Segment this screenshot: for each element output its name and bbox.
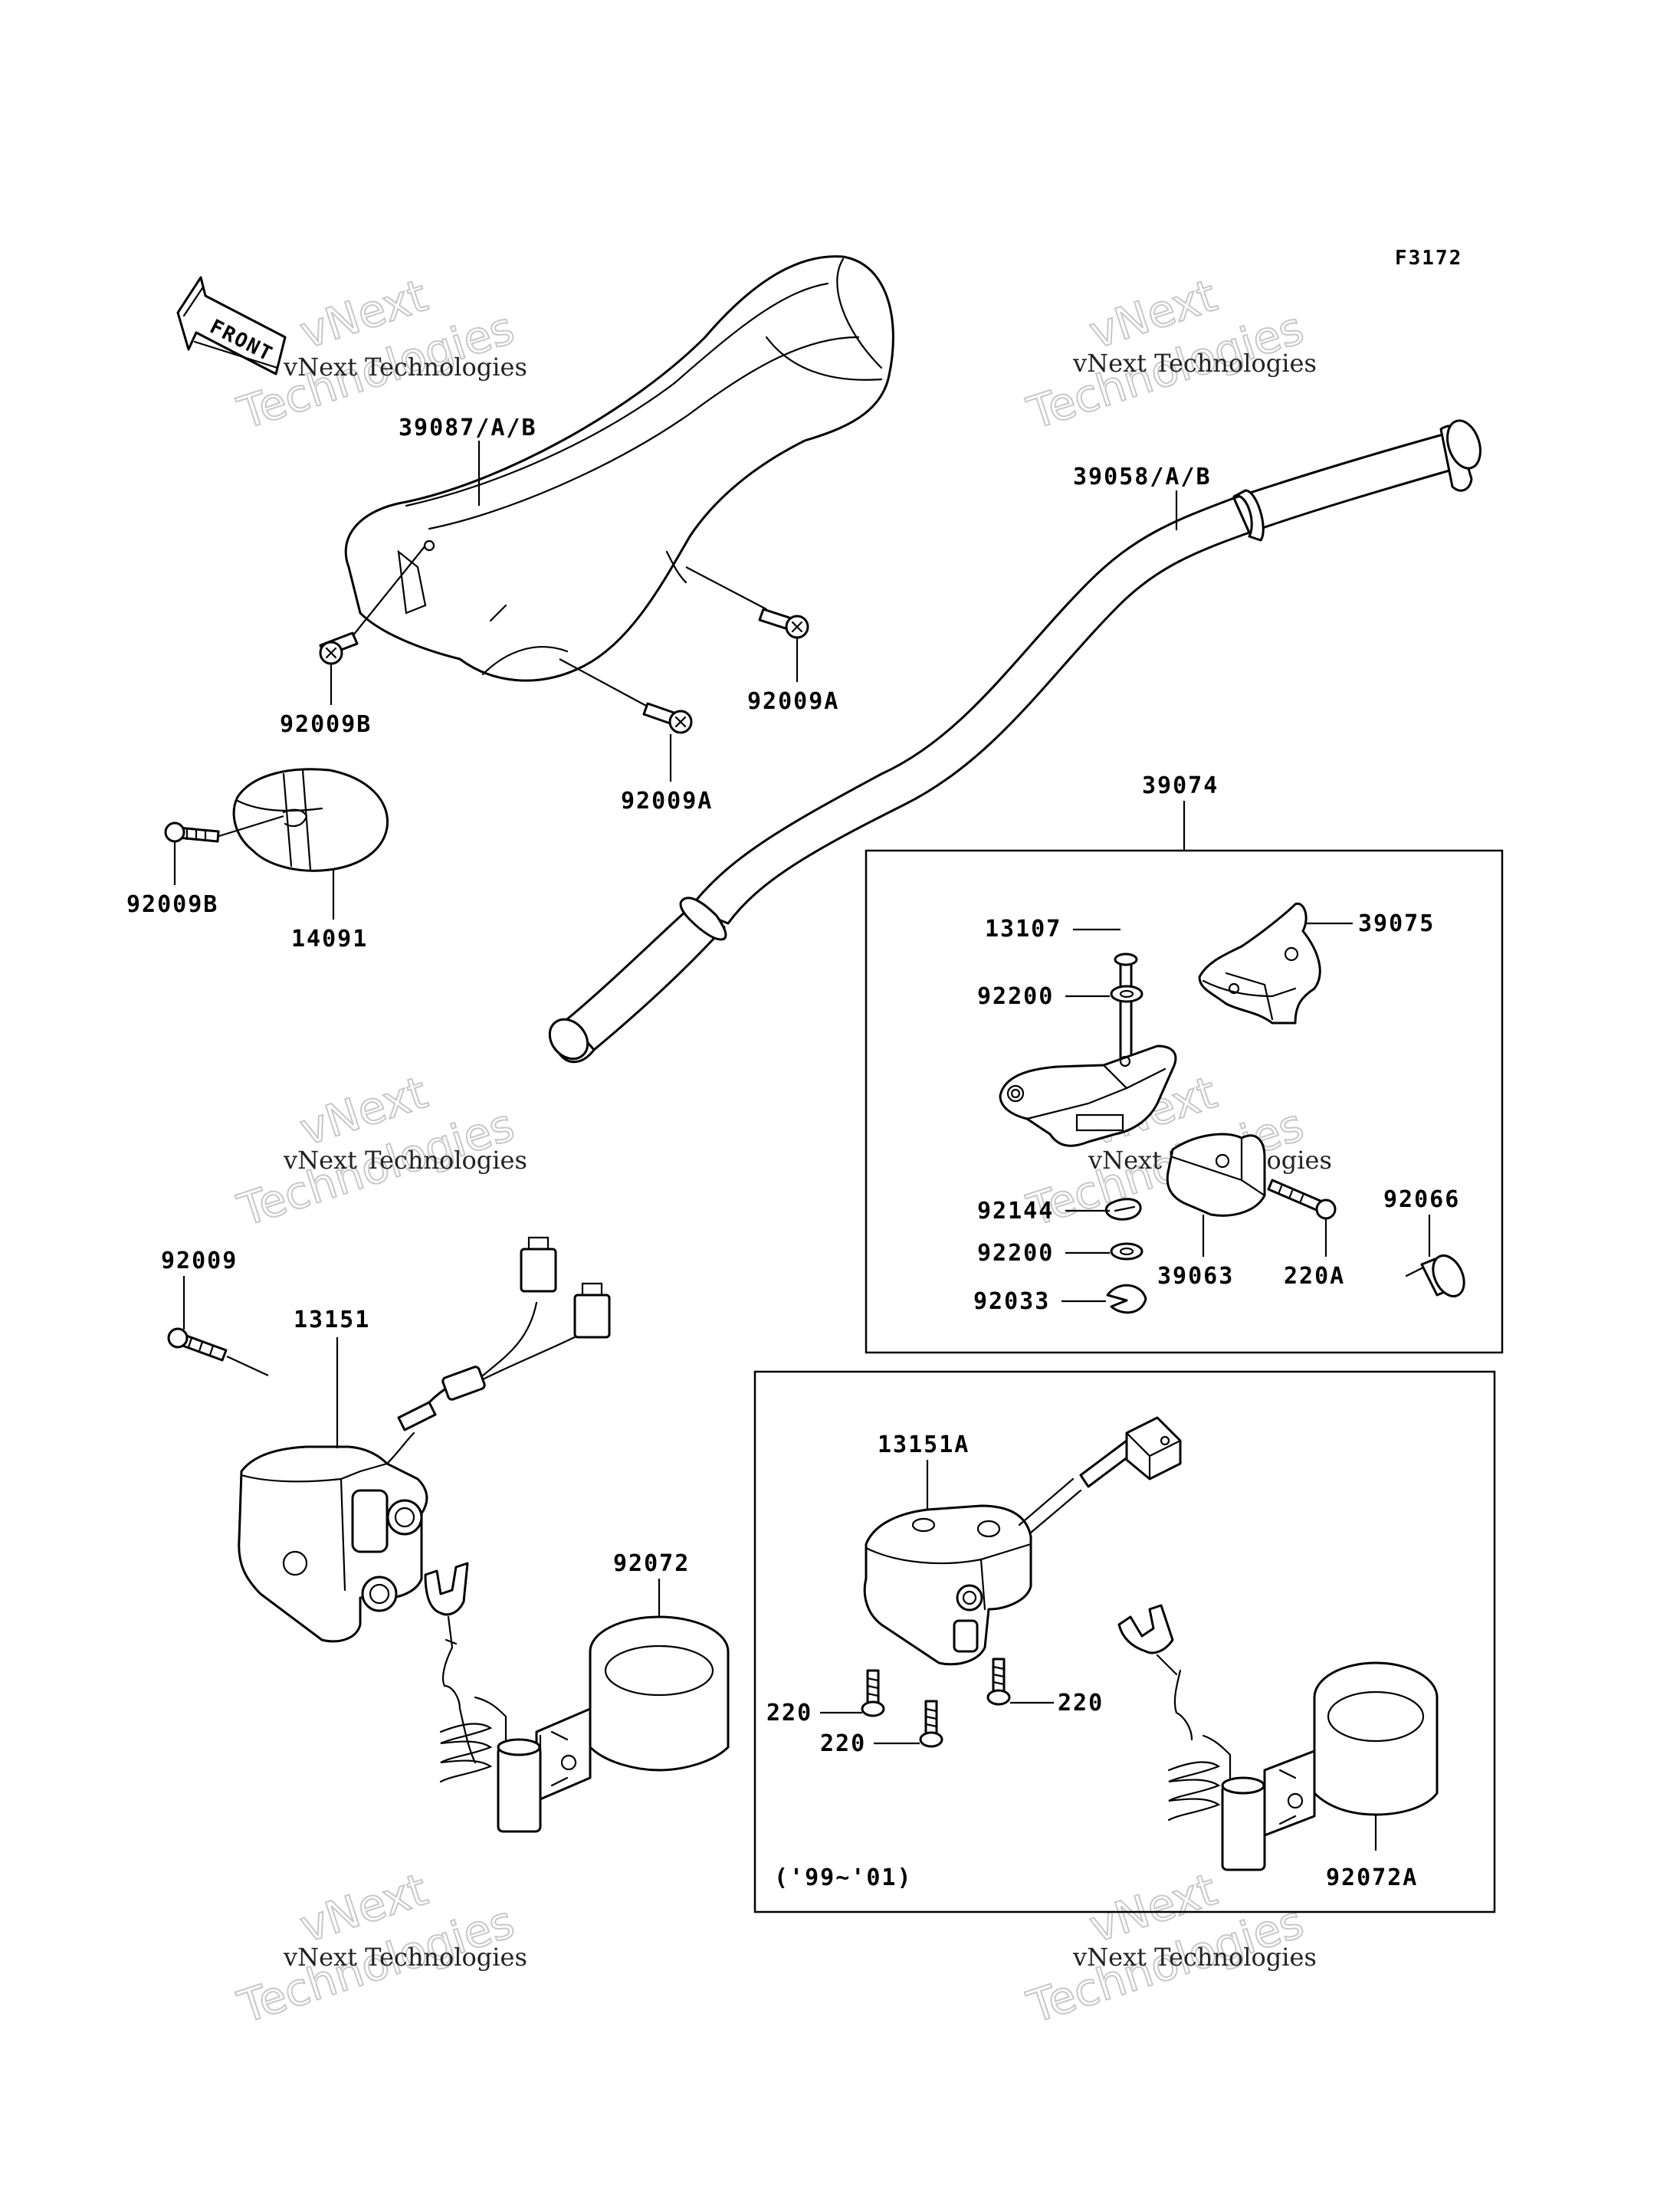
label-92066: 92066 [1383,1186,1460,1213]
label-14091: 14091 [291,926,368,953]
screw-220-left [861,1669,885,1717]
leader-92009A-right-screw [685,566,767,610]
label-92033: 92033 [973,1288,1050,1315]
svg-text:vNext Technologies: vNext Technologies [283,353,527,382]
svg-text:vNext Technologies: vNext Technologies [283,1943,527,1972]
pad-14091 [232,768,389,872]
washer-92200-top [1110,985,1144,1003]
clamp-92072A [1117,1604,1439,1871]
label-39063: 39063 [1157,1263,1234,1290]
front-arrow-icon: FRONT [176,276,287,375]
switch-13151 [238,1236,611,1643]
watermark-top-right: vNext Technologies vNext Technologies [1020,268,1317,440]
screw-220-mid [919,1700,943,1748]
watermark-bottom-right: vNext Technologies vNext Technologies [1020,1862,1317,2034]
handle-pad-39087 [344,255,894,682]
label-13151A: 13151A [878,1431,970,1458]
label-92009B-pad: 92009B [126,891,218,918]
label-39058: 39058/A/B [1073,464,1212,490]
spring-92144 [1104,1198,1142,1221]
clamp-92072 [424,1562,730,1833]
label-92072: 92072 [613,1550,690,1577]
watermark-bottom-left: vNext Technologies vNext Technologies [231,1862,527,2034]
label-92009B-top: 92009B [280,711,372,738]
label-92200-top: 92200 [977,983,1054,1010]
label-92009: 92009 [161,1248,238,1274]
label-220-right: 220 [1058,1690,1104,1717]
label-13107: 13107 [985,916,1061,943]
year-note: ('99~'01) [774,1864,913,1891]
figure-code: F3172 [1395,247,1462,270]
screw-220A [1267,1179,1337,1220]
handlebar-39058 [548,419,1481,1064]
label-220-left: 220 [766,1700,812,1726]
label-39075: 39075 [1358,910,1435,937]
label-13151: 13151 [294,1307,370,1333]
label-220-mid: 220 [820,1730,866,1757]
screw-92009 [167,1327,228,1362]
clip-92033 [1106,1284,1147,1314]
screw-92009A-right [758,608,809,639]
leader-92009B-pad-screw [218,815,284,838]
leader-92009-screw [226,1356,269,1376]
leader-92009A-mid-screw [559,658,648,707]
svg-text:vNext Technologies: vNext Technologies [283,1146,527,1175]
cap-92066 [1405,1254,1465,1297]
switch-13151A [863,1416,1182,1666]
lever-39063 [1166,1133,1266,1217]
svg-text:vNext Technologies: vNext Technologies [1072,1943,1317,1972]
label-39074: 39074 [1142,772,1219,799]
screw-92009B-top [319,631,359,665]
label-39087: 39087/A/B [399,415,537,441]
pin-13107 [1114,953,1138,1063]
label-92200-bottom: 92200 [977,1240,1054,1267]
label-92144: 92144 [977,1198,1054,1225]
screw-92009B-pad [164,821,220,843]
label-92072A: 92072A [1326,1864,1418,1891]
watermark-mid-left: vNext Technologies vNext Technologies [231,1065,527,1237]
screw-220-right [986,1658,1011,1706]
screw-92009A-mid [642,702,693,734]
washer-92200-bottom [1110,1242,1144,1261]
leader-92009B-top-screw [352,545,426,637]
svg-text:vNext Technologies: vNext Technologies [1072,349,1317,378]
label-92009A-left: 92009A [621,788,713,815]
label-92009A-right: 92009A [747,688,839,715]
holder-bracket [999,1044,1177,1147]
lever-39075 [1198,902,1321,1025]
label-220A: 220A [1284,1263,1345,1290]
box-13151A [753,1370,1496,1913]
